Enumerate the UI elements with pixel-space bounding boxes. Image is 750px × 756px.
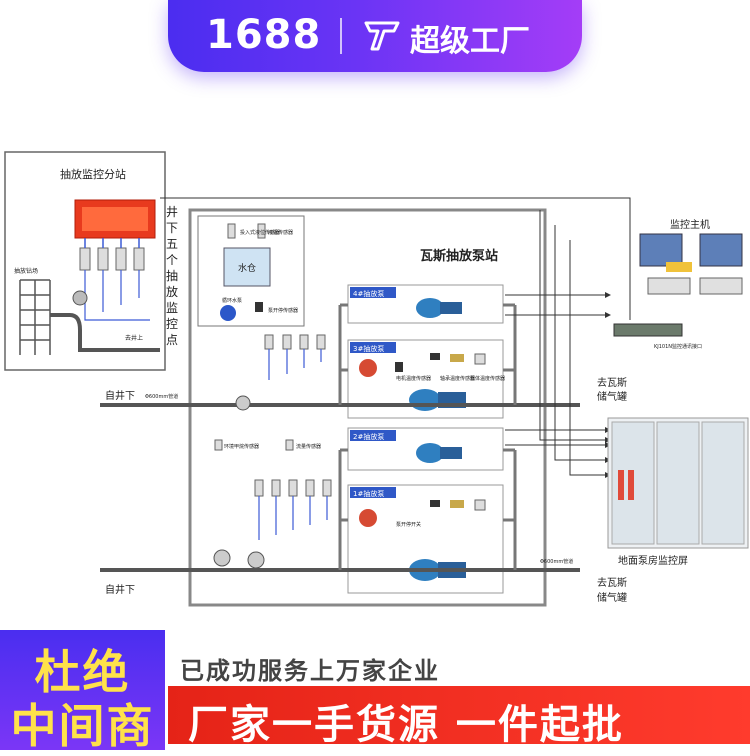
label-pump-switch: 泵开停传感器 [268, 307, 298, 314]
brand-pill: 1688 超级工厂 [168, 0, 582, 72]
pump-station-title: 瓦斯抽放泵站 [420, 248, 498, 264]
monitor-panel-icon [607, 417, 749, 549]
svg-text:下: 下 [166, 221, 178, 235]
to-tank-bottom-2: 储气罐 [597, 591, 627, 604]
label-level-sensor: 投入式液位传感器 [240, 229, 280, 236]
red-slogan-strip [168, 686, 750, 744]
go-up-label: 去井上 [125, 334, 143, 342]
pump-switch-icon [255, 302, 263, 312]
svg-text:轴承温度传感器: 轴承温度传感器 [440, 375, 475, 382]
to-tank-bottom-1: 去瓦斯 [597, 576, 627, 589]
sensor-row-bottom: 环境甲烷传感器 流量传感器 [214, 439, 332, 540]
pipe-size-bottom: Φ600mm管道 [540, 558, 573, 565]
pump-station-boundary [188, 208, 547, 607]
brand-separator [340, 18, 342, 54]
label-circulation-pump: 循环水泵 [222, 297, 242, 304]
svg-text:放: 放 [166, 284, 178, 299]
host-title: 监控主机 [670, 218, 710, 231]
water-tank-label: 水仓 [238, 262, 256, 274]
brand-name: 1688 [206, 12, 322, 58]
level-sensor-icon [227, 223, 236, 239]
circulation-pump-icon [220, 305, 236, 321]
flow-meter-icon [72, 290, 88, 306]
temp-sensor-icon [257, 223, 266, 239]
water-tank-icon [223, 247, 271, 287]
factory-logo-icon [364, 21, 400, 51]
svg-text:个: 个 [166, 253, 178, 267]
pump-box-4: 4#抽放泵 [347, 284, 504, 324]
underground-points-label: 井 下 五 个 抽 放 监 控 点 [166, 205, 178, 347]
pipe-size-top: Φ600mm管道 [145, 393, 178, 400]
gas-drainage-diagram: 抽放监控分站 抽放钻场 去井上 井 下 五 个 抽 放 监 控 点 瓦斯抽放泵站… [4, 151, 749, 607]
substation-device-panel [82, 207, 148, 231]
svg-text:五: 五 [166, 237, 178, 251]
svg-text:点: 点 [166, 333, 178, 347]
svg-text:2#抽放泵: 2#抽放泵 [353, 432, 384, 441]
svg-text:监: 监 [166, 301, 178, 315]
valve-icon [359, 359, 377, 377]
pipe-valve-top [235, 395, 251, 411]
pump-risers [338, 305, 517, 570]
substation-sensors [79, 238, 150, 321]
svg-text:井: 井 [166, 205, 178, 219]
pump-box-2: 2#抽放泵 [347, 427, 504, 471]
substation-title: 抽放监控分站 [60, 167, 126, 181]
svg-text:流量传感器: 流量传感器 [296, 443, 321, 450]
from-well-bottom: 自井下 [105, 583, 135, 596]
sensor-row-top [264, 334, 326, 380]
from-well-top: 自井下 [105, 389, 135, 402]
mesh-label: 抽放钻场 [14, 267, 38, 275]
left-slogan-line1: 杜绝 [34, 645, 131, 699]
signal-lines [160, 197, 631, 478]
drill-mesh [19, 279, 51, 355]
sub-slogan: 已成功服务上万家企业 [180, 657, 440, 685]
svg-text:3#抽放泵: 3#抽放泵 [353, 344, 384, 353]
svg-text:1#抽放泵: 1#抽放泵 [353, 489, 384, 498]
svg-text:泵体温度传感器: 泵体温度传感器 [470, 375, 505, 382]
svg-text:抽: 抽 [166, 269, 178, 283]
monitor-host-icon [639, 233, 743, 295]
pump-connectors [340, 303, 515, 522]
red-slogan-text: 厂家一手货源 一件起批 [188, 702, 624, 748]
switch-label: KJ101N监控通讯接口 [654, 343, 702, 350]
top-banner: 1688 超级工厂 [0, 0, 750, 95]
brand-slogan: 超级工厂 [410, 24, 530, 59]
svg-text:4#抽放泵: 4#抽放泵 [353, 289, 384, 298]
label-temp-sensor: 液温传感器 [268, 229, 293, 236]
svg-text:环境甲烷传感器: 环境甲烷传感器 [224, 443, 259, 450]
svg-text:电机温度传感器: 电机温度传感器 [396, 375, 431, 382]
svg-text:泵开停开关: 泵开停开关 [396, 521, 421, 528]
left-slogan-line2: 中间商 [10, 699, 155, 753]
pump-motor-icon [416, 298, 444, 318]
svg-text:控: 控 [166, 317, 178, 331]
pipe-meter-bottom [247, 551, 265, 569]
pump-box-1: 1#抽放泵 泵开停开关 [347, 484, 504, 594]
to-tank-top-1: 去瓦斯 [597, 376, 627, 389]
left-slogan-block: 杜绝 中间商 [0, 630, 165, 753]
comm-switch-icon [613, 323, 683, 337]
pipe-valve-bottom [213, 549, 231, 567]
substation-pipe [50, 313, 160, 352]
panel-label: 地面泵房监控屏 [618, 554, 688, 567]
to-tank-top-2: 储气罐 [597, 390, 627, 403]
